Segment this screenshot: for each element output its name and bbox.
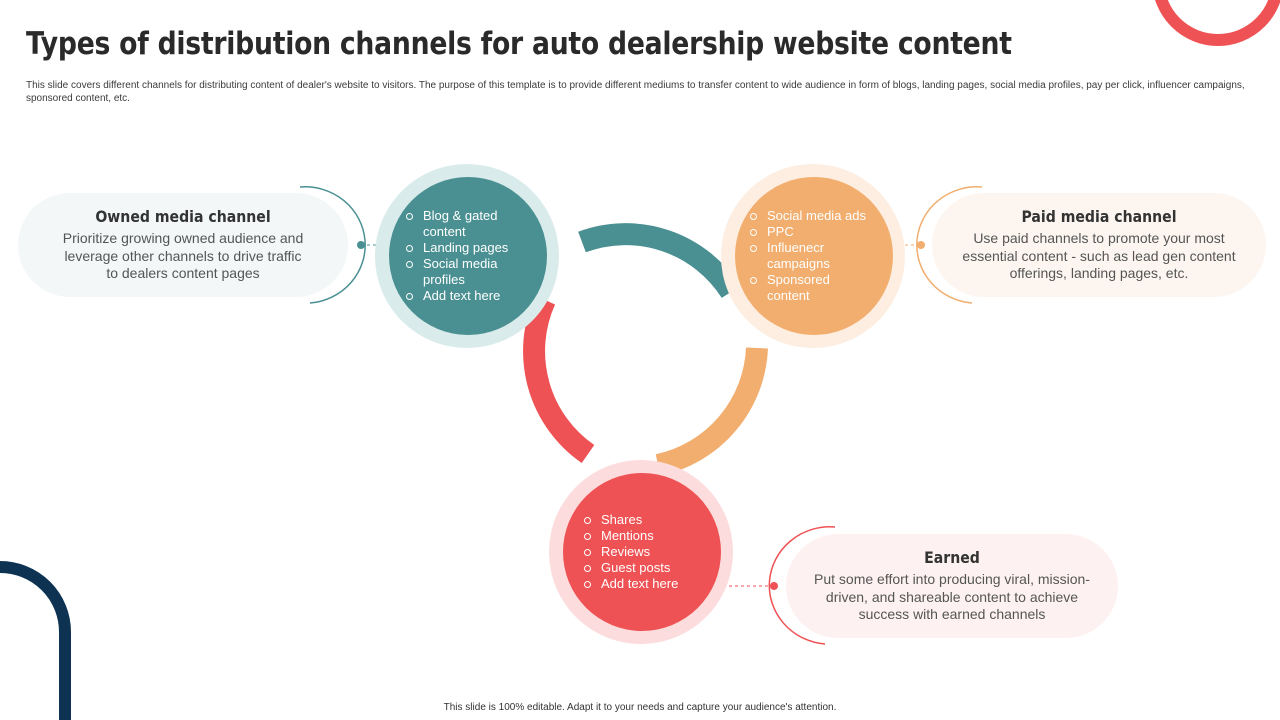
owned-items-list: Blog & gated content Landing pages Socia… xyxy=(404,208,532,304)
list-item: Add text here xyxy=(404,288,532,304)
paid-connector-dot xyxy=(917,241,925,249)
paid-connector-arc xyxy=(916,186,983,304)
list-item: Blog & gated content xyxy=(404,208,532,240)
owned-connector-arc xyxy=(299,186,366,304)
slide-title: Types of distribution channels for auto … xyxy=(26,26,1012,62)
paid-items-list: Social media ads PPC Influenecr campaign… xyxy=(748,208,878,304)
earned-connector-arc xyxy=(768,526,836,645)
bottom-left-arc xyxy=(0,561,71,720)
list-item: Shares xyxy=(582,512,708,528)
paid-circle xyxy=(735,177,893,335)
owned-circle xyxy=(389,177,547,335)
list-item: PPC xyxy=(748,224,878,240)
owned-description-box: Owned media channel Prioritize growing o… xyxy=(18,193,348,297)
slide-footer: This slide is 100% editable. Adapt it to… xyxy=(443,702,837,713)
list-item: Add text here xyxy=(582,576,708,592)
list-item: Landing pages xyxy=(404,240,532,256)
list-item: Sponsored content xyxy=(748,272,837,304)
list-item: Guest posts xyxy=(582,560,708,576)
list-item: Social media profiles xyxy=(404,256,532,288)
earned-connector-dot xyxy=(770,582,778,590)
center-ring-red-segment xyxy=(523,295,595,464)
earned-description-box: Earned Put some effort into producing vi… xyxy=(786,534,1118,638)
earned-description: Put some effort into producing viral, mi… xyxy=(814,571,1090,622)
earned-heading: Earned xyxy=(924,548,980,567)
list-item: Social media ads xyxy=(748,208,878,224)
list-item: Mentions xyxy=(582,528,708,544)
owned-heading: Owned media channel xyxy=(95,207,271,226)
center-ring-teal-segment xyxy=(578,223,741,299)
paid-description-box: Paid media channel Use paid channels to … xyxy=(932,193,1266,297)
list-item: Reviews xyxy=(582,544,708,560)
owned-connector-dot xyxy=(357,241,365,249)
earned-items-list: Shares Mentions Reviews Guest posts Add … xyxy=(582,512,708,592)
top-right-ring xyxy=(1155,0,1280,46)
paid-description: Use paid channels to promote your most e… xyxy=(962,230,1236,281)
paid-heading: Paid media channel xyxy=(1021,207,1177,226)
owned-description: Prioritize growing owned audience and le… xyxy=(62,230,304,281)
center-ring-orange-segment xyxy=(655,347,768,476)
list-item: Influenecr campaigns xyxy=(748,240,837,272)
slide-subtitle: This slide covers different channels for… xyxy=(26,80,1245,104)
